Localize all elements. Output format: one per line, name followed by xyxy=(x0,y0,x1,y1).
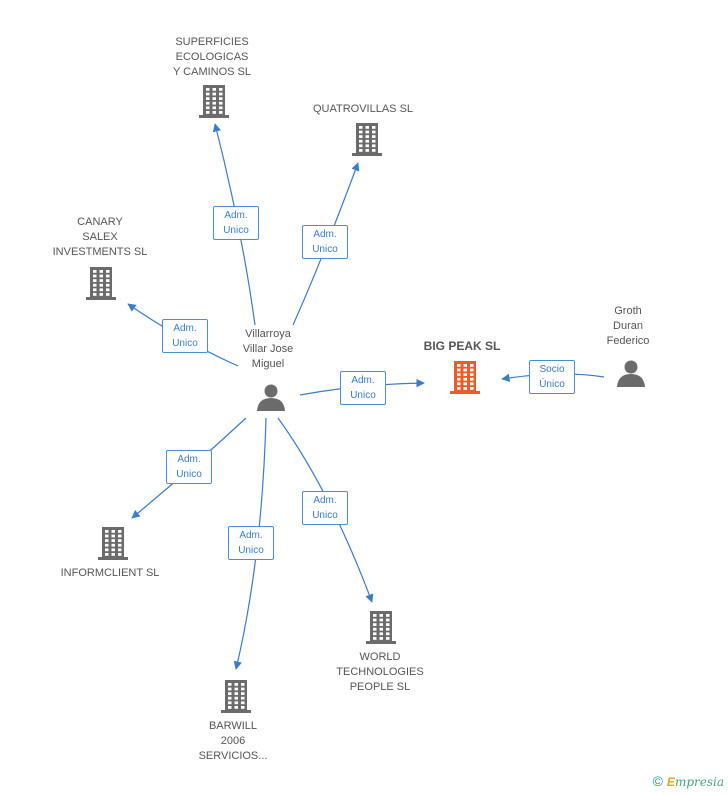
building-icon-informclient[interactable] xyxy=(98,527,128,560)
edge-label-groth: Socio Único xyxy=(529,360,575,394)
edge-label-barwill: Adm. Unico xyxy=(228,526,274,560)
node-label-superficies[interactable]: SUPERFICIES ECOLOGICAS Y CAMINOS SL xyxy=(172,36,252,78)
edge-label-informclient: Adm. Unico xyxy=(166,450,212,484)
edge-label-superficies: Adm. Unico xyxy=(213,206,259,240)
node-label-quatrovillas[interactable]: QUATROVILLAS SL xyxy=(312,103,414,115)
edge-label-bigpeak: Adm. Unico xyxy=(340,371,386,405)
node-label-villarroya[interactable]: Villarroya Villar Jose Miguel xyxy=(242,328,294,370)
building-icon-canary[interactable] xyxy=(86,267,116,300)
person-icon-groth[interactable] xyxy=(617,360,645,388)
node-label-barwill[interactable]: BARWILL 2006 SERVICIOS... xyxy=(198,720,268,762)
building-icon-quatrovillas[interactable] xyxy=(352,123,382,156)
node-label-bigpeak[interactable]: BIG PEAK SL xyxy=(423,339,501,353)
edge-label-world: Adm. Unico xyxy=(302,491,348,525)
building-icon-superficies[interactable] xyxy=(199,85,229,118)
edge-label-canary: Adm. Unico xyxy=(162,319,208,353)
brand-logo-initial: E xyxy=(666,775,675,789)
edge-label-quatrovillas: Adm. Unico xyxy=(302,225,348,259)
copyright-symbol: © xyxy=(652,773,663,789)
footer-brand[interactable]: ©Empresia xyxy=(653,773,724,791)
brand-logo-text: mpresia xyxy=(674,775,724,789)
node-label-informclient[interactable]: INFORMCLIENT SL xyxy=(60,567,160,579)
building-icon-barwill[interactable] xyxy=(221,680,251,713)
person-icon-villarroya[interactable] xyxy=(257,384,285,412)
node-label-world[interactable]: WORLD TECHNOLOGIES PEOPLE SL xyxy=(336,651,424,693)
node-label-groth[interactable]: Groth Duran Federico xyxy=(606,305,650,347)
node-label-canary[interactable]: CANARY SALEX INVESTMENTS SL xyxy=(52,216,148,258)
building-icon-world[interactable] xyxy=(366,611,396,644)
building-icon-bigpeak[interactable] xyxy=(450,361,480,394)
